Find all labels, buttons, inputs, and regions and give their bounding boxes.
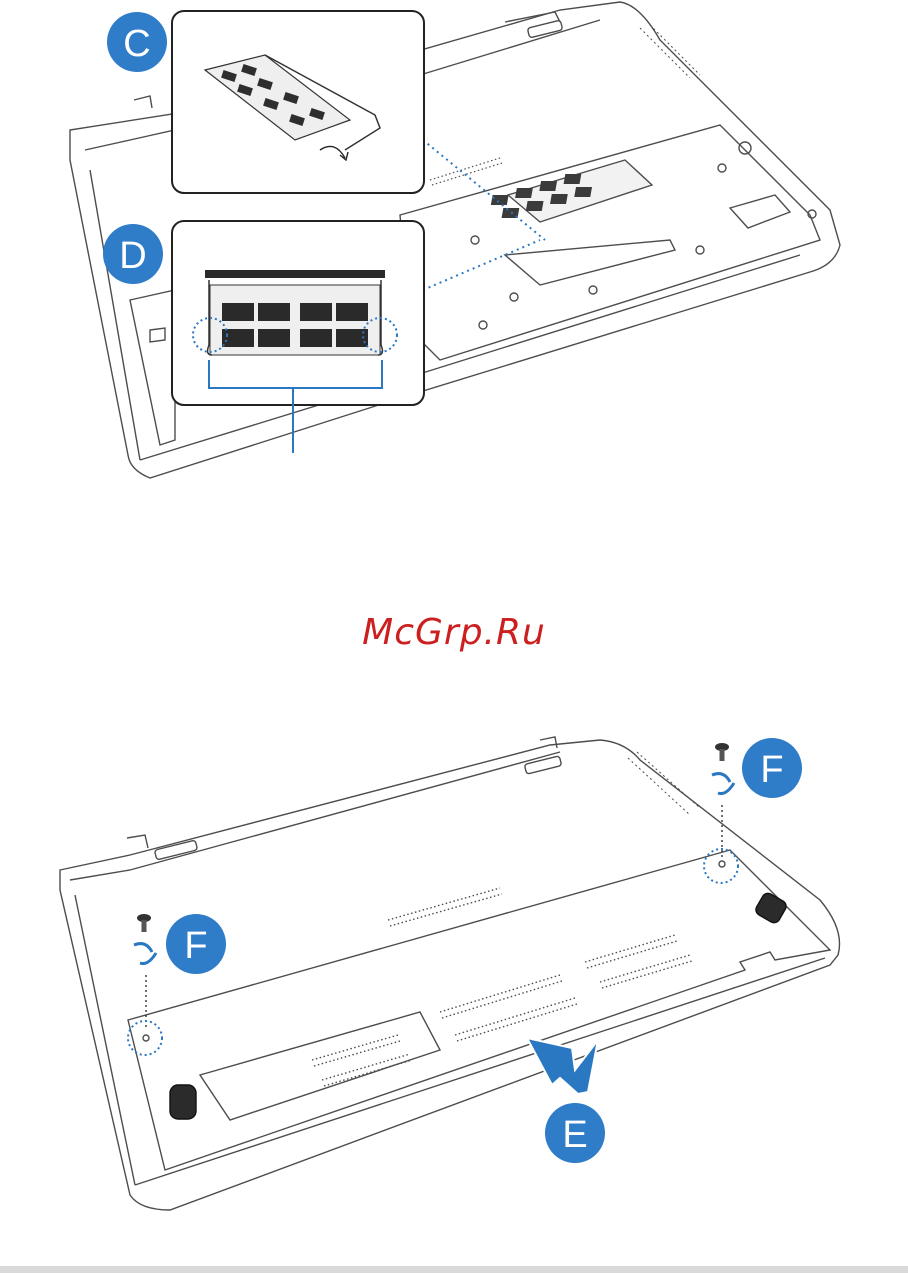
step-d-badge: D <box>103 224 163 284</box>
step-c-badge: C <box>107 12 167 72</box>
step-f-badge-left: F <box>166 914 226 974</box>
svg-text:D: D <box>119 235 146 277</box>
svg-text:C: C <box>123 23 150 65</box>
callout-c-panel <box>172 11 424 193</box>
laptop-bottom-closed <box>60 737 840 1210</box>
watermark: McGrp.Ru <box>0 612 908 653</box>
svg-text:E: E <box>562 1114 587 1156</box>
step-e-badge: E <box>545 1103 605 1163</box>
callout-d-panel <box>172 221 424 405</box>
screw-icon <box>715 743 729 761</box>
svg-text:F: F <box>760 749 783 791</box>
rotate-arrow-icon <box>712 774 734 794</box>
page-footer-rule <box>0 1266 908 1273</box>
step-f-badge-right: F <box>742 738 802 798</box>
svg-text:F: F <box>184 925 207 967</box>
